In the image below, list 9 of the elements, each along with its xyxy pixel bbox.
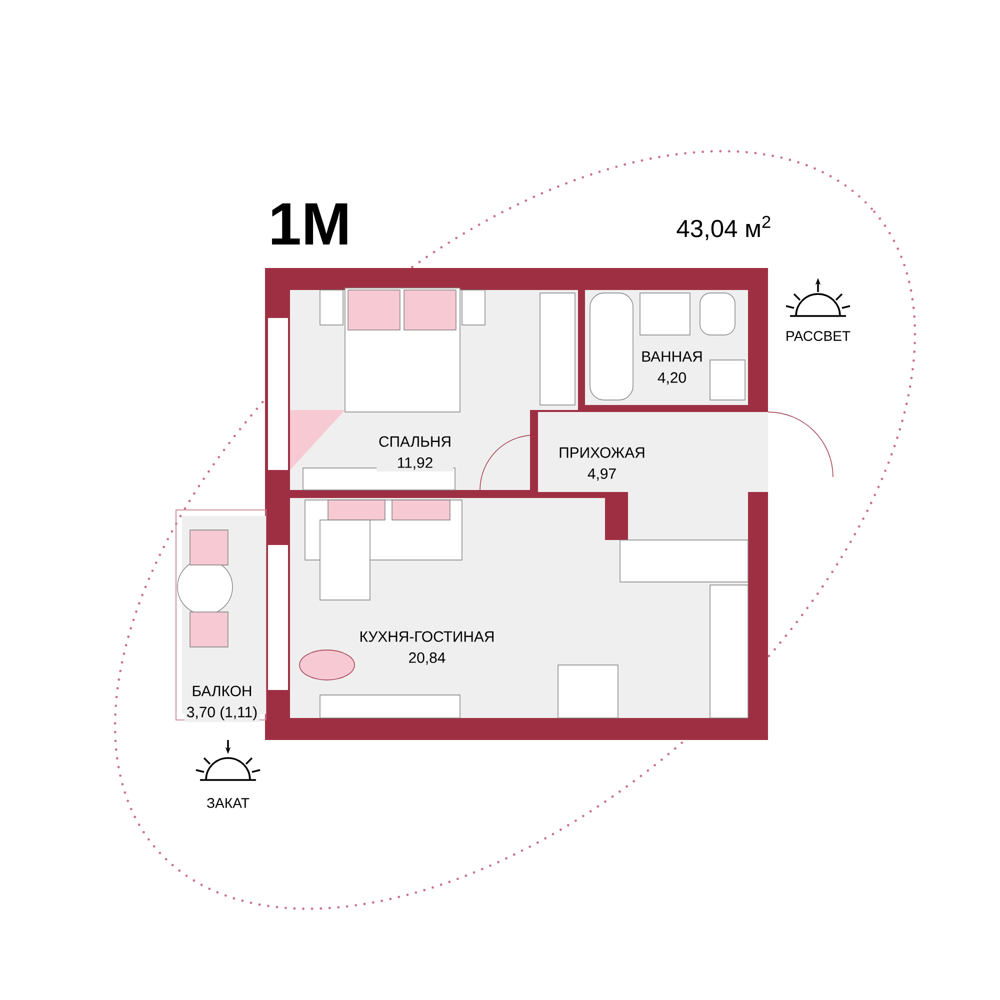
direction-label: РАССВЕТ xyxy=(786,331,850,341)
plan-title: 1М xyxy=(272,203,348,245)
room-label: ПРИХОЖАЯ 4,97 xyxy=(556,446,648,482)
area-label: 43,04 м$^{2}$ xyxy=(676,216,770,240)
room-label: СПАЛЬНЯ 11,92 xyxy=(376,434,454,472)
room-label: БАЛКОН 3,70 (1,11) xyxy=(184,684,260,722)
direction-label: ЗАКАТ xyxy=(207,798,250,808)
room-label: КУХНЯ-ГОСТИНАЯ 20,84 xyxy=(358,630,496,666)
room-label: ВАННАЯ 4,20 xyxy=(639,350,705,386)
